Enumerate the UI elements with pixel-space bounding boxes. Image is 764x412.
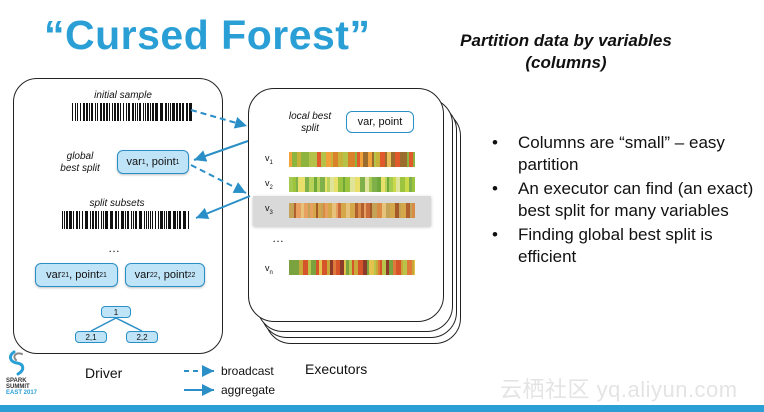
local-best-split-pill: var, point xyxy=(346,111,414,133)
var-label-vn: vn xyxy=(265,263,273,276)
executors-label: Executors xyxy=(305,361,368,377)
var-v3-main: v xyxy=(265,203,270,213)
var-label-v1: v1 xyxy=(265,153,273,166)
subset-a-var: var xyxy=(46,269,62,281)
subtitle-line-2: (columns) xyxy=(525,53,607,72)
logo-line-3: EAST 2017 xyxy=(6,390,38,396)
var-v3-sub: 3 xyxy=(269,209,273,216)
v3-highlight-row xyxy=(253,196,431,226)
tree-left-node: 2,1 xyxy=(75,331,107,343)
driver-label: Driver xyxy=(85,365,123,381)
var-v2-main: v xyxy=(265,178,270,188)
subset-a-var-sub: 21 xyxy=(61,271,70,279)
initial-sample-label: initial sample xyxy=(94,90,152,101)
subset-a-point-sub: 21 xyxy=(99,271,107,279)
var-vn-main: v xyxy=(265,263,270,273)
bullet-text-2: An executor can find (an exact) best spl… xyxy=(518,179,754,220)
subset-b-var: var xyxy=(134,269,150,281)
watermark: 云栖社区 yq.aliyun.com xyxy=(500,377,738,402)
var-label-v2: v2 xyxy=(265,178,273,191)
best-var-sub: 1 xyxy=(141,158,146,166)
split-subsets-label: split subsets xyxy=(89,198,145,209)
local-best-line-2: split xyxy=(301,123,319,134)
legend-aggregate-label: aggregate xyxy=(221,383,276,397)
slide-title: “Cursed Forest” xyxy=(44,12,371,58)
tree-root-node: 1 xyxy=(101,306,131,318)
logo-line-1: SPARK xyxy=(6,378,27,384)
var-vn-sub: n xyxy=(269,269,273,276)
best-point-text: , point xyxy=(145,156,176,168)
logo-line-2: SUMMIT xyxy=(6,384,30,390)
var-v1-main: v xyxy=(265,153,270,163)
bullet-text-3: Finding global best split is efficient xyxy=(518,225,713,266)
bullet-item: •Finding global best split is efficient xyxy=(492,225,713,266)
driver-ellipsis: … xyxy=(108,241,120,255)
slide-subtitle: Partition data by variables (columns) xyxy=(436,30,696,74)
bullet-item: •An executor can find (an exact) best sp… xyxy=(492,179,754,220)
local-best-line-1: local best xyxy=(288,111,332,122)
subset-a-point: , point xyxy=(69,269,100,281)
global-best-split-line-2: best split xyxy=(60,163,100,174)
local-best-split-label: local best split xyxy=(280,111,340,135)
executor-ellipsis: … xyxy=(272,231,284,245)
var-v2-sub: 2 xyxy=(269,184,273,191)
subtitle-line-1: Partition data by variables xyxy=(460,31,672,50)
bullet-text-1: Columns are “small” – easy partition xyxy=(518,133,725,174)
var-label-v3: v3 xyxy=(265,203,273,216)
best-var-text: var xyxy=(126,156,142,168)
var-v1-sub: 1 xyxy=(269,159,273,166)
spark-logo-icon xyxy=(8,350,25,376)
subset-b-var-sub: 22 xyxy=(149,271,158,279)
bullet-item: •Columns are “small” – easy partition xyxy=(492,133,725,174)
spark-summit-logo-text: SPARK SUMMIT EAST 2017 xyxy=(6,378,37,396)
subset-b-point: , point xyxy=(157,269,188,281)
tree-right-node: 2,2 xyxy=(126,331,158,343)
legend-broadcast-label: broadcast xyxy=(221,364,274,378)
subset-b-point-sub: 22 xyxy=(187,271,196,279)
bullet-list: •Columns are “small” – easy partition •A… xyxy=(492,132,760,270)
global-best-split-label: global best split xyxy=(50,151,110,175)
global-best-split-line-1: global xyxy=(66,151,94,162)
bottom-accent-bar xyxy=(0,405,764,412)
best-point-sub: 1 xyxy=(175,158,180,166)
